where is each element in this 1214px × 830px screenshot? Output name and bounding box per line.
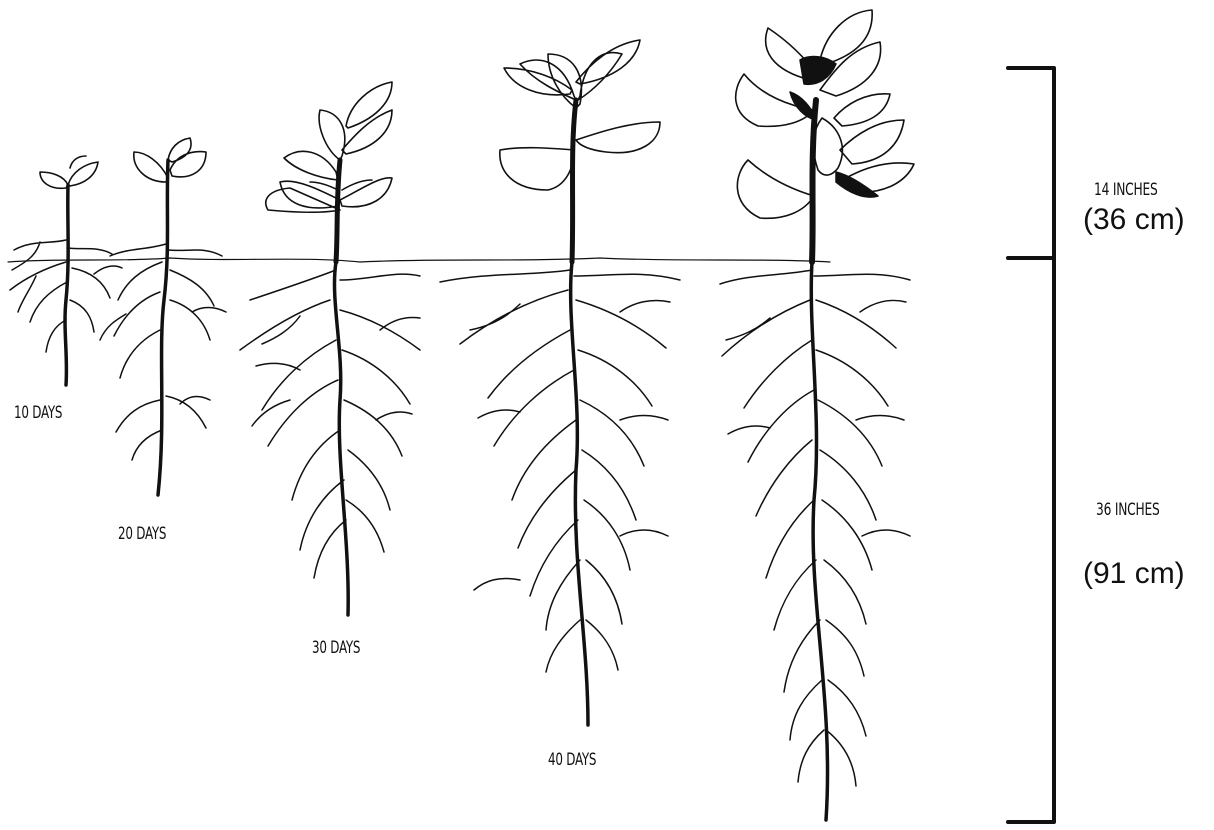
top-measure-cm: (36 cm) (1083, 203, 1185, 237)
plant-mature-taproot (811, 262, 827, 820)
bottom-measure-cm: (91 cm) (1083, 557, 1185, 591)
soil-surface (8, 258, 830, 262)
bracket-bottom-segment (1008, 258, 1054, 822)
measurement-bracket (1008, 68, 1054, 822)
plant-40-days-stem (572, 100, 576, 262)
plant-40-days (440, 40, 680, 725)
plant-30-days-lateral-roots (240, 270, 420, 578)
plant-30-days-taproot (334, 262, 348, 615)
plant-20-days-leaves (134, 138, 206, 182)
plant-mature (720, 10, 914, 820)
plant-mature-lateral-roots (720, 270, 910, 786)
plant-10-days (10, 156, 122, 385)
plant-mature-leaves (736, 10, 914, 218)
plant-mature-stem (812, 100, 816, 262)
stage-label-20-days: 20 DAYS (118, 524, 166, 544)
top-measure-inches: 14 INCHES (1094, 180, 1158, 200)
plant-10-days-taproot (65, 185, 68, 385)
plant-30-days-leaves (266, 82, 392, 212)
plant-20-days (100, 138, 226, 495)
plant-30-days (240, 82, 420, 615)
stage-label-40-days: 40 DAYS (548, 750, 596, 770)
bracket-top-segment (1008, 68, 1054, 258)
bottom-measure-inches: 36 INCHES (1096, 500, 1160, 520)
plant-40-days-taproot (571, 262, 588, 725)
stage-label-30-days: 30 DAYS (312, 638, 360, 658)
plant-20-days-taproot (158, 160, 168, 495)
stage-label-10-days: 10 DAYS (14, 403, 62, 423)
plant-40-days-leaves (500, 40, 660, 190)
plant-40-days-lateral-roots (440, 270, 680, 672)
plant-10-days-leaves (40, 156, 98, 188)
